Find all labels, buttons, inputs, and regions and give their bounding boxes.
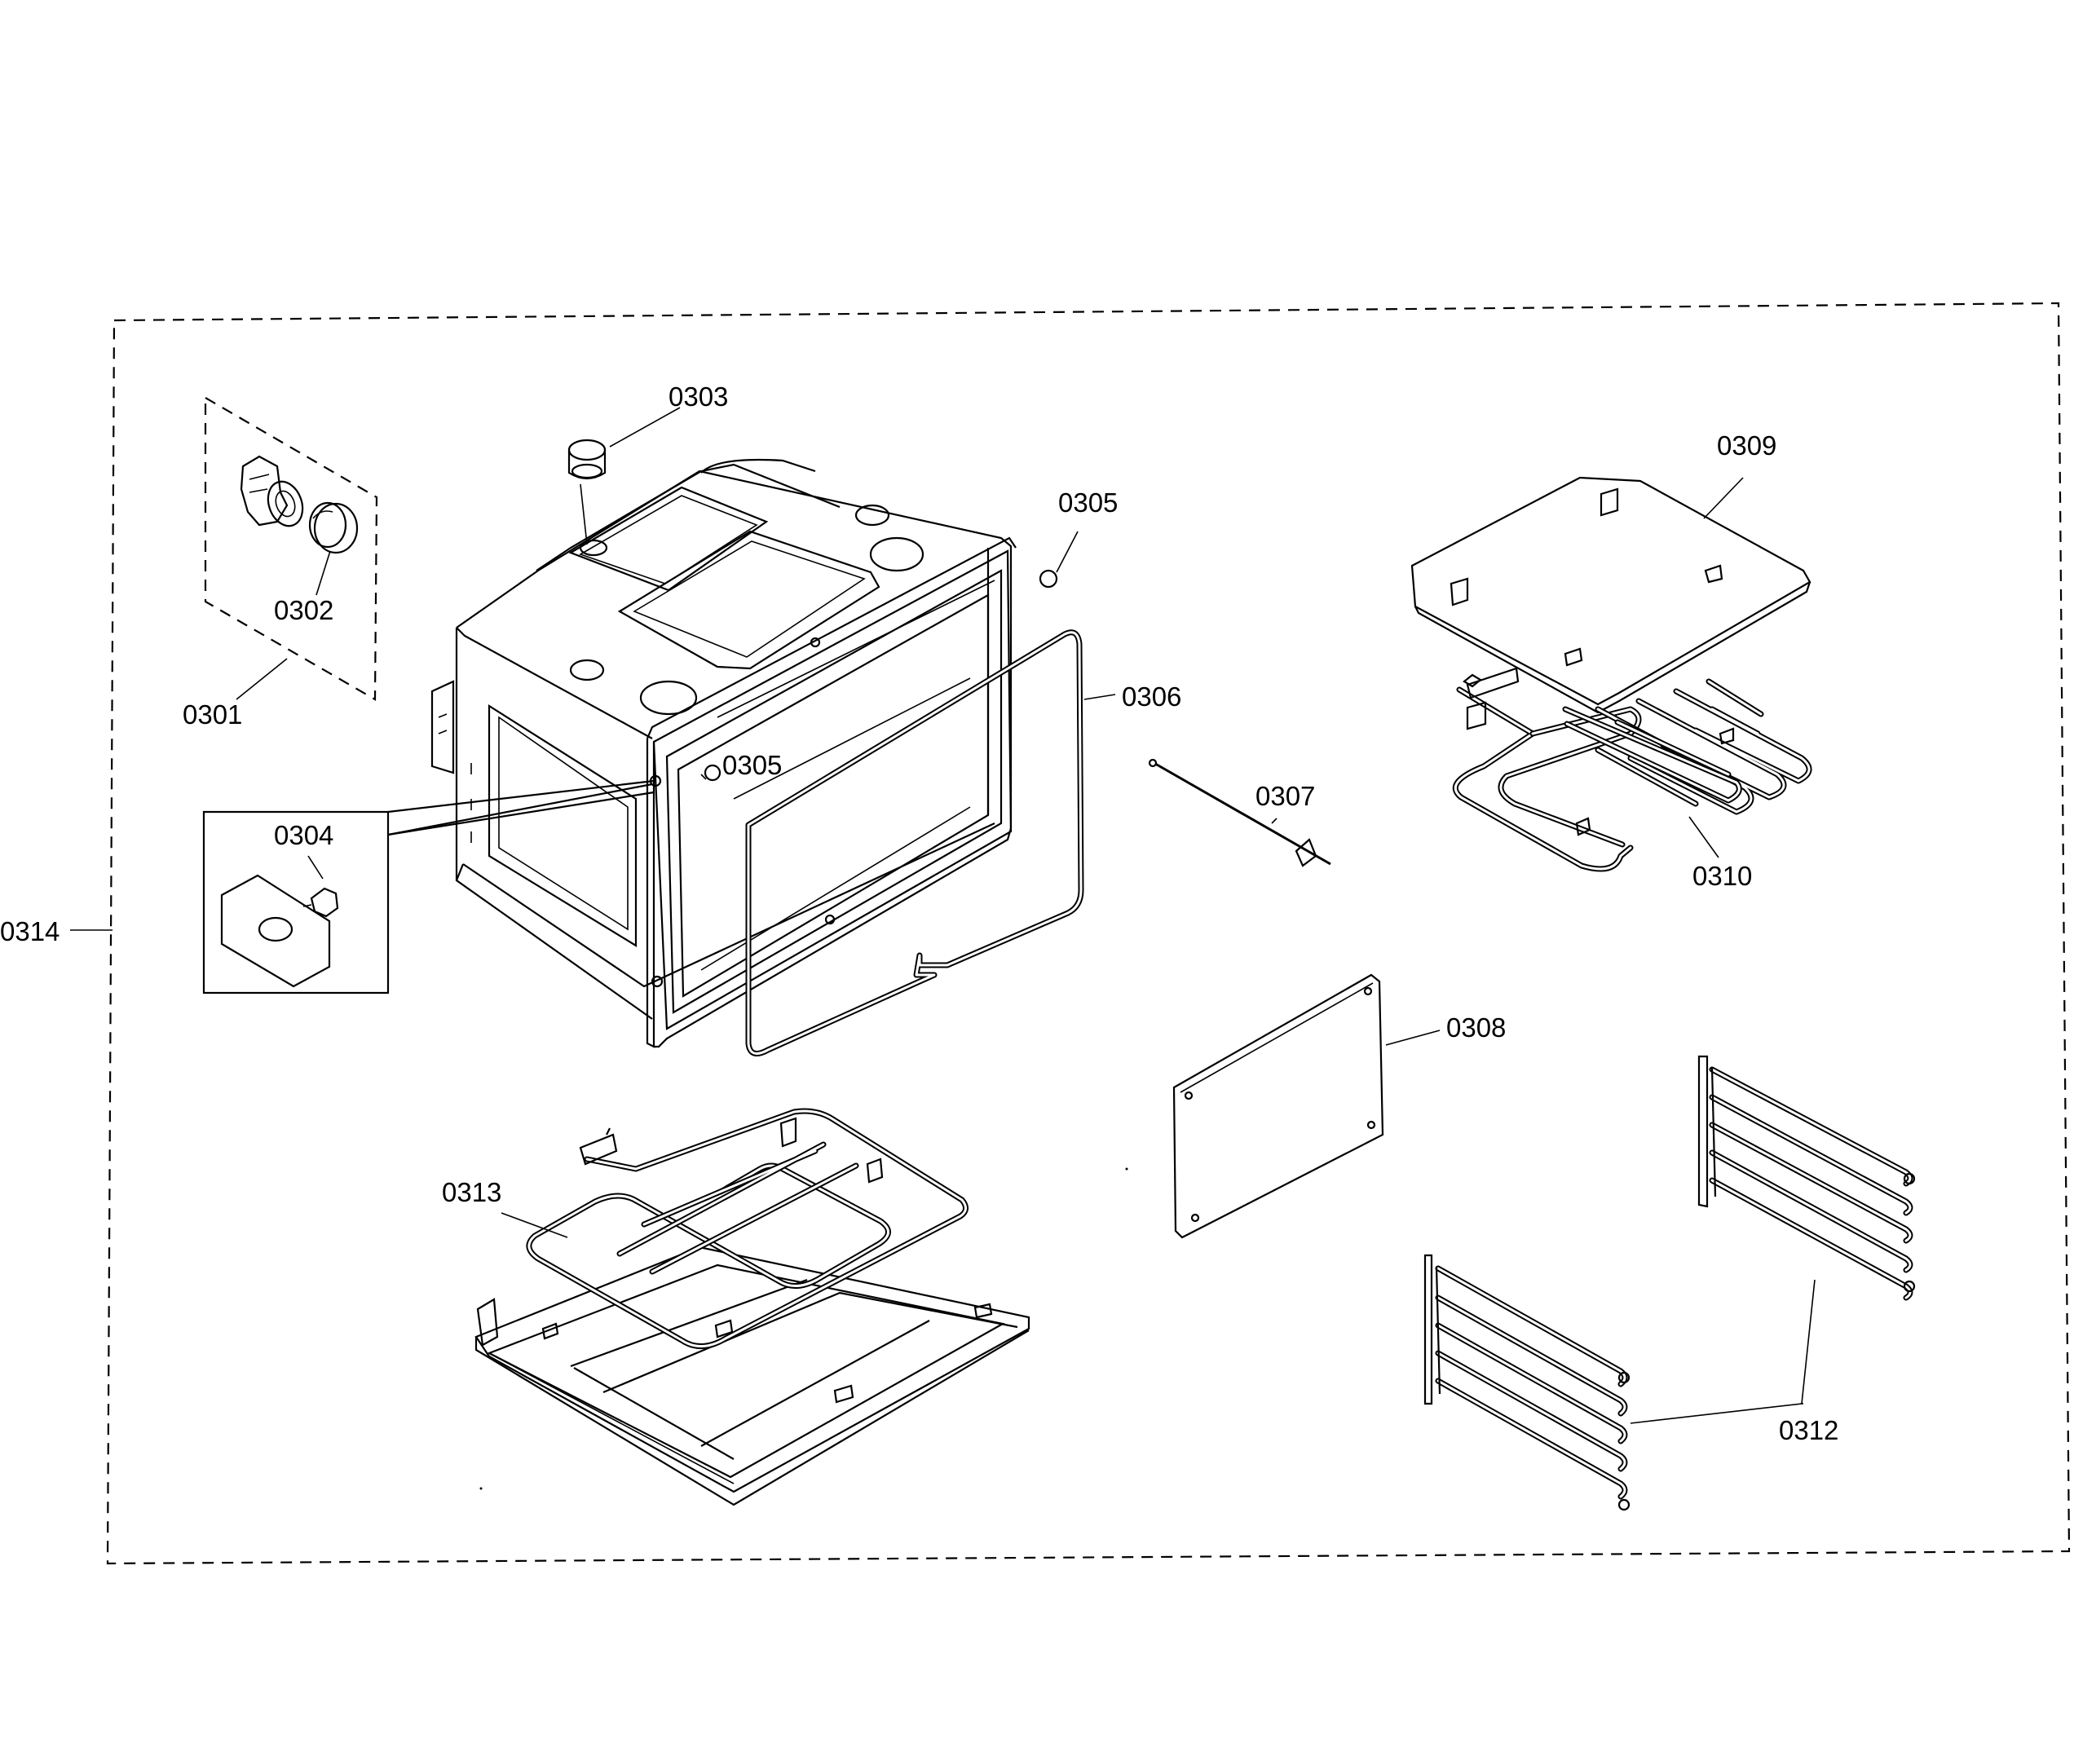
heater-cover-plate bbox=[1410, 476, 1811, 714]
label-0310: 0310 bbox=[1692, 861, 1752, 891]
label-0306: 0306 bbox=[1122, 681, 1181, 712]
temperature-sensor-part bbox=[1148, 758, 1331, 867]
lamp-assembly bbox=[204, 396, 378, 701]
label-0302: 0302 bbox=[274, 595, 333, 625]
label-0309: 0309 bbox=[1717, 430, 1776, 461]
label-0303: 0303 bbox=[669, 381, 728, 412]
fastener-part bbox=[700, 531, 1079, 782]
label-0304: 0304 bbox=[274, 820, 333, 850]
label-0312: 0312 bbox=[1779, 1415, 1838, 1445]
assembly-boundary bbox=[106, 302, 2071, 1565]
label-0305-upper: 0305 bbox=[1058, 487, 1118, 518]
door-gasket-part bbox=[745, 629, 1116, 1056]
label-0314: 0314 bbox=[0, 916, 60, 946]
label-0301: 0301 bbox=[183, 699, 242, 730]
label-0308: 0308 bbox=[1446, 1012, 1506, 1043]
rear-panel-part bbox=[1172, 973, 1441, 1239]
rack-support-right bbox=[1697, 1055, 1916, 1301]
top-fitting-part bbox=[567, 407, 681, 557]
label-0305-lower: 0305 bbox=[722, 750, 782, 780]
upper-heating-element bbox=[1452, 667, 1812, 872]
oven-cavity bbox=[430, 458, 1017, 1048]
lamp-cover-part bbox=[308, 501, 359, 554]
bake-element-assembly bbox=[474, 1108, 1030, 1506]
label-0307: 0307 bbox=[1255, 781, 1315, 811]
rack-support-left bbox=[1423, 1254, 1631, 1511]
label-0313: 0313 bbox=[442, 1177, 501, 1207]
fan-cover-inset bbox=[202, 779, 655, 994]
lamp-socket-part bbox=[240, 455, 304, 527]
